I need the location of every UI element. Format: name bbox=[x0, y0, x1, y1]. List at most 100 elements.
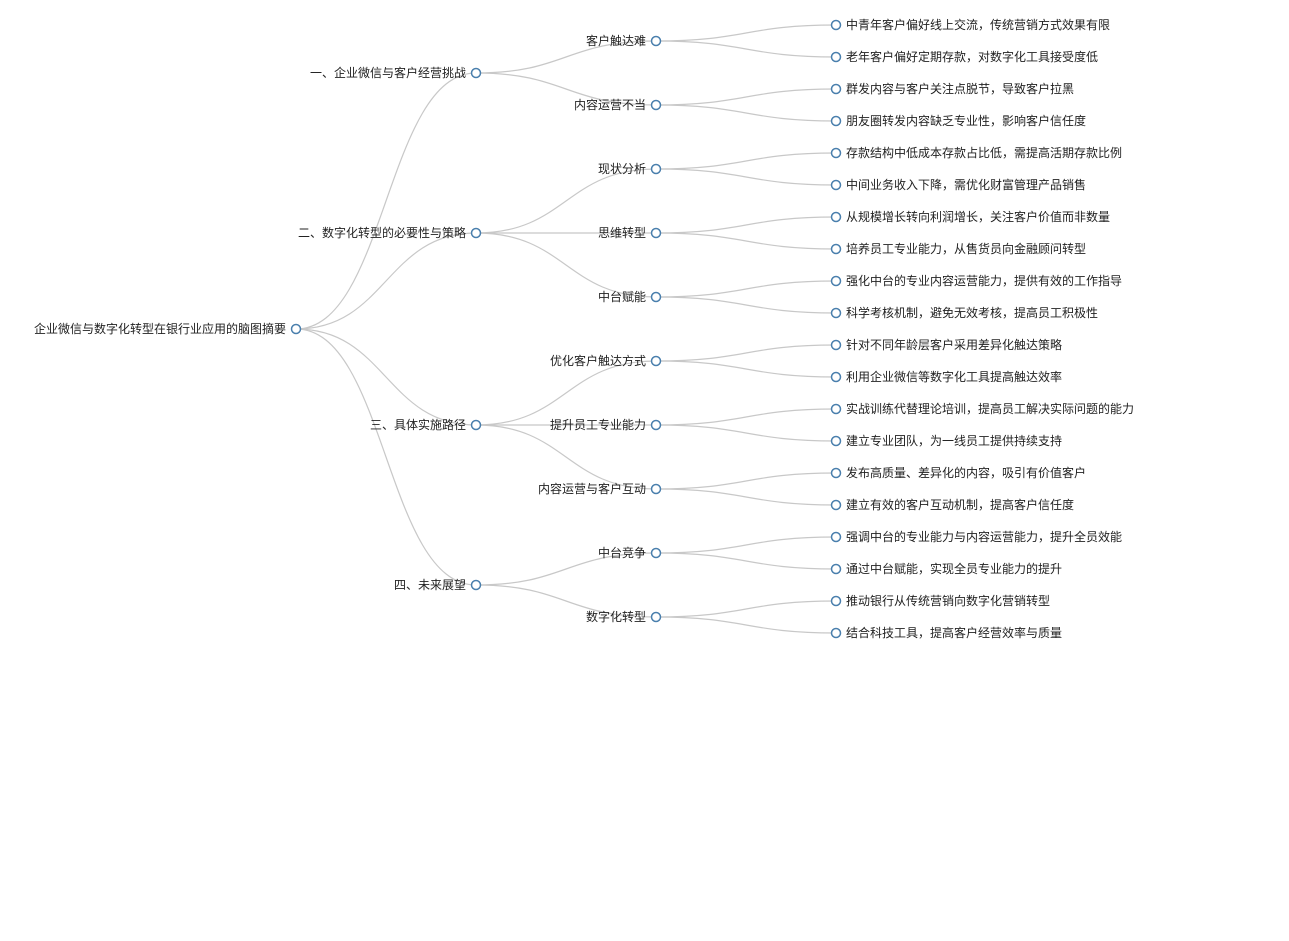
detail-node[interactable]: 科学考核机制，避免无效考核，提高员工积极性 bbox=[830, 305, 1099, 320]
detail-label: 存款结构中低成本存款占比低，需提高活期存款比例 bbox=[846, 145, 1122, 160]
node-circle-icon[interactable] bbox=[830, 435, 842, 447]
node-circle-icon[interactable] bbox=[830, 307, 842, 319]
node-circle-icon[interactable] bbox=[830, 531, 842, 543]
detail-node[interactable]: 从规模增长转向利润增长，关注客户价值而非数量 bbox=[830, 209, 1111, 224]
node-circle-icon[interactable] bbox=[830, 627, 842, 639]
node-circle-icon[interactable] bbox=[830, 147, 842, 159]
connector-line bbox=[655, 280, 837, 298]
detail-node[interactable]: 存款结构中低成本存款占比低，需提高活期存款比例 bbox=[830, 145, 1123, 160]
topic-node[interactable]: 中台赋能 bbox=[598, 289, 662, 304]
detail-node[interactable]: 老年客户偏好定期存款，对数字化工具接受度低 bbox=[830, 49, 1099, 64]
topic-node[interactable]: 客户触达难 bbox=[586, 33, 662, 48]
node-circle-icon[interactable] bbox=[830, 115, 842, 127]
detail-node[interactable]: 推动银行从传统营销向数字化营销转型 bbox=[830, 593, 1051, 608]
connector-line bbox=[475, 552, 657, 586]
connector-line bbox=[475, 72, 657, 106]
node-circle-icon[interactable] bbox=[470, 419, 482, 431]
node-circle-icon[interactable] bbox=[650, 227, 662, 239]
node-circle-icon[interactable] bbox=[650, 355, 662, 367]
section-label: 四、未来展望 bbox=[394, 578, 466, 592]
node-circle-icon[interactable] bbox=[650, 483, 662, 495]
connector-line bbox=[655, 344, 837, 362]
detail-node[interactable]: 群发内容与客户关注点脱节，导致客户拉黑 bbox=[830, 81, 1075, 96]
connector-line bbox=[655, 104, 837, 122]
detail-node[interactable]: 强化中台的专业内容运营能力，提供有效的工作指导 bbox=[830, 273, 1123, 288]
node-circle-icon[interactable] bbox=[830, 51, 842, 63]
detail-node[interactable]: 建立有效的客户互动机制，提高客户信任度 bbox=[830, 497, 1075, 512]
topic-node[interactable]: 内容运营不当 bbox=[574, 97, 662, 112]
section-node[interactable]: 一、企业微信与客户经营挑战 bbox=[310, 65, 482, 80]
node-circle-icon[interactable] bbox=[830, 179, 842, 191]
node-circle-icon[interactable] bbox=[650, 35, 662, 47]
detail-node[interactable]: 针对不同年龄层客户采用差异化触达策略 bbox=[830, 337, 1063, 352]
detail-label: 结合科技工具，提高客户经营效率与质量 bbox=[846, 625, 1062, 640]
root-node[interactable]: 企业微信与数字化转型在银行业应用的脑图摘要 bbox=[34, 321, 302, 336]
topic-node[interactable]: 中台竞争 bbox=[598, 545, 662, 560]
node-circle-icon[interactable] bbox=[650, 291, 662, 303]
section-node[interactable]: 四、未来展望 bbox=[394, 578, 482, 592]
connector-line bbox=[655, 88, 837, 106]
node-circle-icon[interactable] bbox=[650, 163, 662, 175]
detail-node[interactable]: 朋友圈转发内容缺乏专业性，影响客户信任度 bbox=[830, 113, 1087, 128]
node-circle-icon[interactable] bbox=[830, 403, 842, 415]
detail-label: 通过中台赋能，实现全员专业能力的提升 bbox=[846, 561, 1062, 576]
connector-line bbox=[655, 552, 837, 570]
connector-line bbox=[475, 584, 657, 618]
topic-node[interactable]: 数字化转型 bbox=[586, 609, 662, 624]
node-circle-icon[interactable] bbox=[650, 547, 662, 559]
detail-node[interactable]: 建立专业团队，为一线员工提供持续支持 bbox=[830, 433, 1063, 448]
node-circle-icon[interactable] bbox=[830, 211, 842, 223]
node-circle-icon[interactable] bbox=[830, 595, 842, 607]
detail-label: 强调中台的专业能力与内容运营能力，提升全员效能 bbox=[846, 529, 1122, 544]
detail-node[interactable]: 实战训练代替理论培训，提高员工解决实际问题的能力 bbox=[830, 401, 1135, 416]
connector-line bbox=[475, 360, 657, 426]
node-circle-icon[interactable] bbox=[830, 467, 842, 479]
mind-map-nodes: 企业微信与数字化转型在银行业应用的脑图摘要一、企业微信与客户经营挑战客户触达难中… bbox=[34, 17, 1134, 640]
detail-node[interactable]: 中青年客户偏好线上交流，传统营销方式效果有限 bbox=[830, 17, 1111, 32]
topic-node[interactable]: 内容运营与客户互动 bbox=[538, 481, 662, 496]
node-circle-icon[interactable] bbox=[830, 499, 842, 511]
detail-node[interactable]: 通过中台赋能，实现全员专业能力的提升 bbox=[830, 561, 1063, 576]
connector-line bbox=[655, 536, 837, 554]
topic-label: 现状分析 bbox=[598, 162, 646, 176]
detail-label: 中间业务收入下降，需优化财富管理产品销售 bbox=[846, 177, 1086, 192]
node-circle-icon[interactable] bbox=[470, 579, 482, 591]
node-circle-icon[interactable] bbox=[830, 563, 842, 575]
section-node[interactable]: 二、数字化转型的必要性与策略 bbox=[298, 225, 482, 240]
detail-node[interactable]: 强调中台的专业能力与内容运营能力，提升全员效能 bbox=[830, 529, 1123, 544]
topic-node[interactable]: 思维转型 bbox=[598, 225, 662, 240]
topic-node[interactable]: 现状分析 bbox=[598, 162, 662, 176]
connector-line bbox=[655, 424, 837, 442]
node-circle-icon[interactable] bbox=[650, 99, 662, 111]
node-circle-icon[interactable] bbox=[650, 611, 662, 623]
node-circle-icon[interactable] bbox=[830, 19, 842, 31]
section-label: 一、企业微信与客户经营挑战 bbox=[310, 65, 466, 80]
connector-line bbox=[655, 488, 837, 506]
section-node[interactable]: 三、具体实施路径 bbox=[370, 417, 482, 432]
topic-label: 内容运营与客户互动 bbox=[538, 481, 646, 496]
detail-label: 建立有效的客户互动机制，提高客户信任度 bbox=[846, 497, 1074, 512]
topic-label: 思维转型 bbox=[598, 225, 646, 240]
node-circle-icon[interactable] bbox=[290, 323, 302, 335]
topic-label: 中台竞争 bbox=[598, 545, 646, 560]
node-circle-icon[interactable] bbox=[830, 275, 842, 287]
node-circle-icon[interactable] bbox=[470, 227, 482, 239]
node-circle-icon[interactable] bbox=[650, 419, 662, 431]
detail-label: 利用企业微信等数字化工具提高触达效率 bbox=[846, 369, 1062, 384]
topic-node[interactable]: 提升员工专业能力 bbox=[550, 417, 662, 432]
section-label: 二、数字化转型的必要性与策略 bbox=[298, 225, 466, 240]
node-circle-icon[interactable] bbox=[830, 371, 842, 383]
node-circle-icon[interactable] bbox=[830, 243, 842, 255]
connector-line bbox=[655, 216, 837, 234]
node-circle-icon[interactable] bbox=[830, 83, 842, 95]
detail-node[interactable]: 结合科技工具，提高客户经营效率与质量 bbox=[830, 625, 1063, 640]
detail-node[interactable]: 中间业务收入下降，需优化财富管理产品销售 bbox=[830, 177, 1087, 192]
detail-label: 老年客户偏好定期存款，对数字化工具接受度低 bbox=[846, 49, 1098, 64]
detail-node[interactable]: 培养员工专业能力，从售货员向金融顾问转型 bbox=[830, 241, 1087, 256]
node-circle-icon[interactable] bbox=[830, 339, 842, 351]
node-circle-icon[interactable] bbox=[470, 67, 482, 79]
detail-node[interactable]: 利用企业微信等数字化工具提高触达效率 bbox=[830, 369, 1063, 384]
topic-node[interactable]: 优化客户触达方式 bbox=[550, 353, 662, 368]
detail-node[interactable]: 发布高质量、差异化的内容，吸引有价值客户 bbox=[830, 465, 1087, 480]
